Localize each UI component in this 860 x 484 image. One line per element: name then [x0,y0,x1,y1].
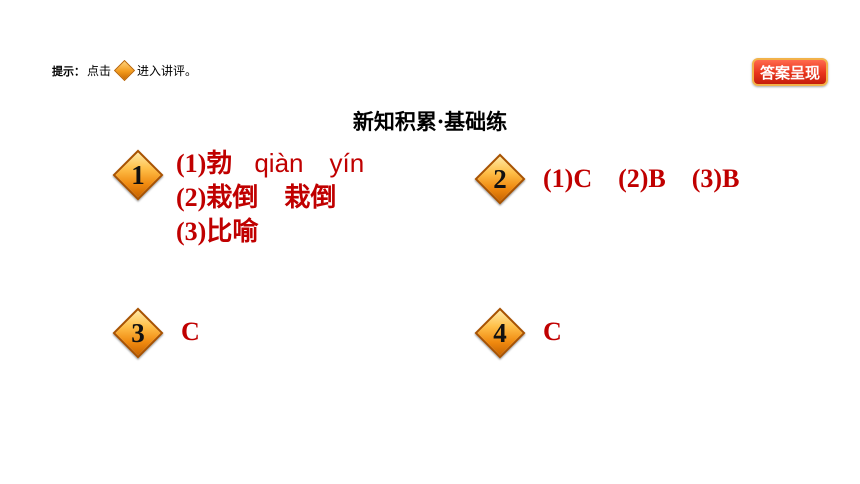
question-3-answer: C [181,317,200,346]
question-2-answer: (1)C (2)B (3)B [543,164,740,193]
question-4-badge[interactable]: 4 [474,307,526,359]
answer-present-button[interactable]: 答案呈现 [752,58,828,86]
question-2-badge[interactable]: 2 [474,153,526,205]
answer-line-pinyin: qiàn yín [254,148,365,178]
question-1-answer: (1)勃 qiàn yín (2)栽倒 栽倒 (3)比喻 [176,146,364,249]
hint-label: 提示： [52,64,85,78]
question-4-answer: C [543,317,562,346]
question-number: 1 [131,159,145,190]
hint-before: 点击 [87,64,112,78]
answer-line: (3)比喻 [176,217,259,246]
orange-diamond-icon [113,59,136,82]
question-number: 4 [493,317,507,348]
hint-after: 进入讲评。 [137,64,198,78]
answer-line: (1)勃 qiàn yín [176,146,364,181]
answer-line: (2)栽倒 栽倒 [176,183,337,212]
question-3-badge[interactable]: 3 [112,307,164,359]
section-title: 新知积累·基础练 [352,109,508,134]
question-number: 3 [131,317,145,348]
answer-line-prefix: (1)勃 [176,149,233,178]
question-1-badge[interactable]: 1 [112,149,164,201]
hint-text: 提示： 点击 进入讲评。 [52,59,198,82]
question-number: 2 [493,163,507,194]
